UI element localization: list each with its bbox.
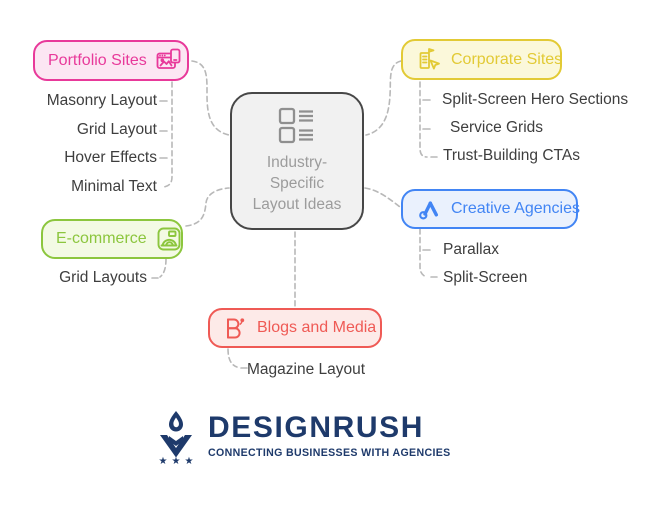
connector-blogs-items [227, 348, 238, 368]
branch-badge-portfolio-sites: Portfolio Sites [33, 40, 189, 81]
connector-ecommerce-items [159, 258, 167, 278]
item-hover-effects: Hover Effects [64, 149, 157, 166]
ads-triangle-icon [416, 196, 442, 222]
item-service-grids: Service Grids [450, 119, 544, 136]
designrush-mark: ★★★ [155, 410, 197, 467]
connector-portfolio-center [191, 60, 230, 136]
designrush-text: DESIGNRUSH CONNECTING BUSINESSES WITH AG… [208, 410, 451, 460]
branch-badge-corporate-sites: Corporate Sites [401, 39, 562, 80]
item-masonry-layout: Masonry Layout [46, 92, 157, 109]
storefront-icon [156, 226, 182, 252]
designrush-tagline: CONNECTING BUSINESSES WITH AGENCIES [208, 447, 451, 459]
branch-badge-blogs-media: Blogs and Media [208, 308, 382, 348]
connector-ecommerce-center [185, 187, 230, 227]
item-split-screen: Split-Screen [443, 269, 528, 286]
branch-badge-creative-agencies: Creative Agencies [401, 189, 580, 229]
designrush-logo: ★★★ DESIGNRUSH CONNECTING BUSINESSES WIT… [155, 410, 451, 467]
connector-portfolio-items [161, 81, 173, 188]
connector-creative-center [364, 187, 401, 208]
center-node-label: Industry- Specific Layout Ideas [252, 154, 342, 213]
branch-label-creative-agencies: Creative Agencies [451, 200, 580, 217]
branch-badge-ecommerce: E-commerce [41, 219, 183, 259]
designrush-title: DESIGNRUSH [208, 411, 425, 444]
designrush-stars: ★★★ [158, 456, 198, 467]
item-parallax: Parallax [443, 241, 499, 258]
connector-corporate-items [419, 81, 428, 158]
blog-b-icon [223, 316, 248, 341]
branch-label-corporate-sites: Corporate Sites [451, 50, 563, 68]
connector-corporate-center [365, 60, 402, 136]
branch-label-blogs-media: Blogs and Media [257, 319, 377, 336]
center-node: Industry- Specific Layout Ideas [230, 92, 364, 230]
item-trust-building-ctas: Trust-Building CTAs [443, 147, 580, 164]
item-grid-layouts: Grid Layouts [59, 269, 147, 286]
item-grid-layout: Grid Layout [76, 121, 157, 138]
browser-phone-icon [156, 48, 183, 74]
building-cursor-icon [416, 47, 442, 73]
item-magazine-layout: Magazine Layout [247, 361, 366, 378]
branch-label-portfolio-sites: Portfolio Sites [48, 51, 147, 69]
branch-label-ecommerce: E-commerce [56, 230, 147, 247]
connector-creative-items [419, 228, 428, 278]
item-minimal-text: Minimal Text [71, 178, 157, 195]
list-layout-icon [278, 107, 313, 144]
item-split-screen-hero: Split-Screen Hero Sections [442, 91, 629, 108]
flame-torch-icon [160, 411, 192, 458]
